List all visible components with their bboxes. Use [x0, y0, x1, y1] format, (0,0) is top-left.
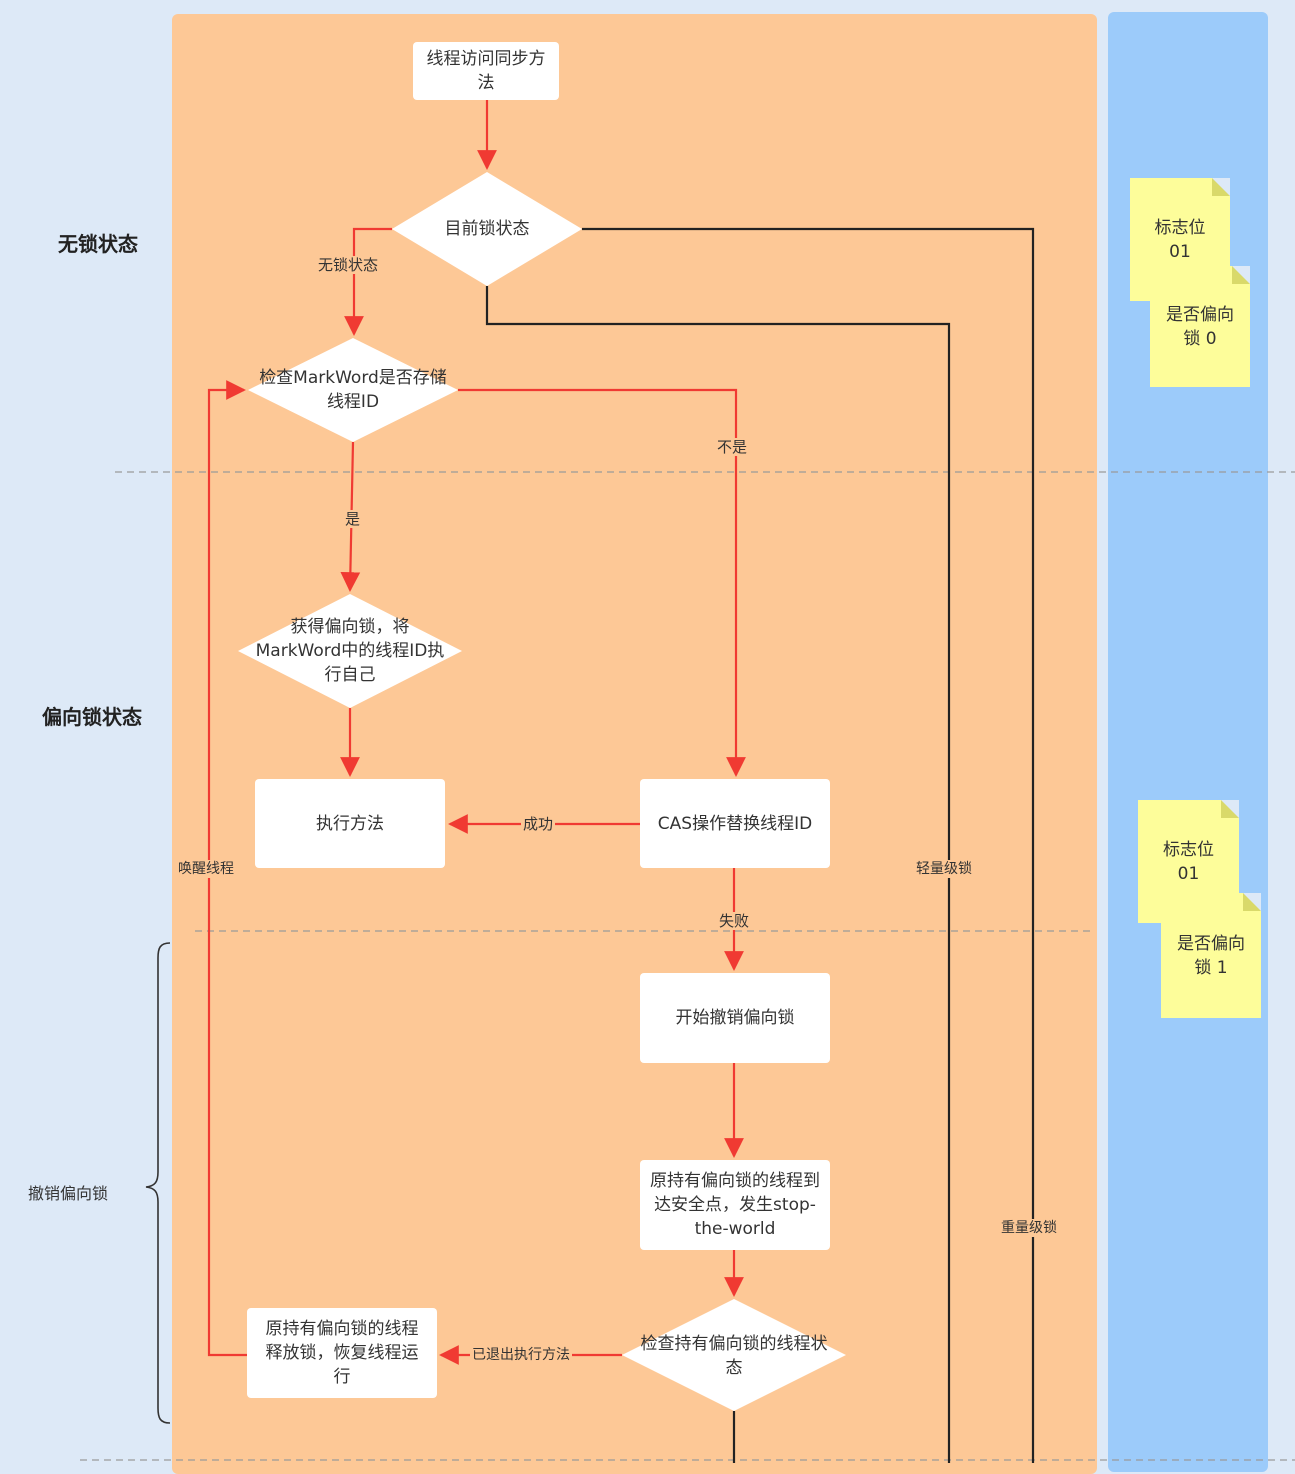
acquire-biased-label: 获得偏向锁，将MarkWord中的线程ID执行自己 — [255, 617, 445, 685]
edge-label-lightweight: 轻量级锁 — [914, 860, 974, 878]
note-top-biased: 是否偏向锁 0 — [1150, 266, 1250, 387]
line-lightweight — [485, 286, 951, 1463]
start-revoke-label: 开始撤销偏向锁 — [675, 1008, 795, 1028]
check-markword-label: 检查MarkWord是否存储线程ID — [259, 368, 447, 412]
cas-replace-label: CAS操作替换线程ID — [657, 813, 813, 834]
execute-method-node: 执行方法 — [255, 779, 445, 868]
stage-title-biased: 偏向锁状态 — [42, 705, 142, 729]
arrow-state-to-check — [344, 227, 392, 336]
acquire-biased-diamond — [238, 594, 462, 708]
edge-label-fail: 失败 — [717, 912, 752, 930]
safepoint-node: 原持有偏向锁的线程到达安全点，发生stop-the-world — [640, 1160, 830, 1250]
start-node: 线程访问同步方法 — [413, 42, 559, 100]
edge-label-yes: 是 — [343, 510, 363, 528]
check-holder-label: 检查持有偏向锁的线程状态 — [640, 1334, 828, 1378]
edge-label-no: 不是 — [715, 438, 750, 456]
check-holder-diamond — [622, 1299, 846, 1411]
edge-label-exited-method: 已退出执行方法 — [470, 1346, 572, 1364]
note-mid-biased: 是否偏向锁 1 — [1161, 893, 1261, 1018]
edge-label-success: 成功 — [521, 815, 556, 833]
stage-title-no-lock: 无锁状态 — [58, 232, 138, 256]
revoke-brace — [145, 942, 171, 1424]
stage-title-revoke: 撤销偏向锁 — [28, 1184, 109, 1203]
safepoint-label: 原持有偏向锁的线程到达安全点，发生stop-the-world — [650, 1171, 820, 1239]
release-lock-label: 原持有偏向锁的线程释放锁，恢复线程运行 — [265, 1319, 419, 1387]
edge-label-no-lock: 无锁状态 — [316, 256, 381, 274]
edge-label-heavyweight: 重量级锁 — [999, 1219, 1059, 1237]
line-heavyweight — [582, 227, 1035, 1463]
release-lock-node: 原持有偏向锁的线程释放锁，恢复线程运行 — [247, 1308, 437, 1398]
start-revoke-node: 开始撤销偏向锁 — [640, 973, 830, 1063]
check-markword-diamond — [248, 338, 458, 442]
current-state-diamond — [392, 172, 582, 286]
cas-replace-node: CAS操作替换线程ID — [640, 779, 830, 868]
current-state-label: 目前锁状态 — [444, 219, 530, 239]
start-node-label: 线程访问同步方法 — [426, 49, 546, 93]
execute-method-label: 执行方法 — [316, 813, 384, 834]
arrow-check-not-to-cas — [458, 388, 746, 777]
edge-label-wake-thread: 唤醒线程 — [176, 860, 236, 878]
